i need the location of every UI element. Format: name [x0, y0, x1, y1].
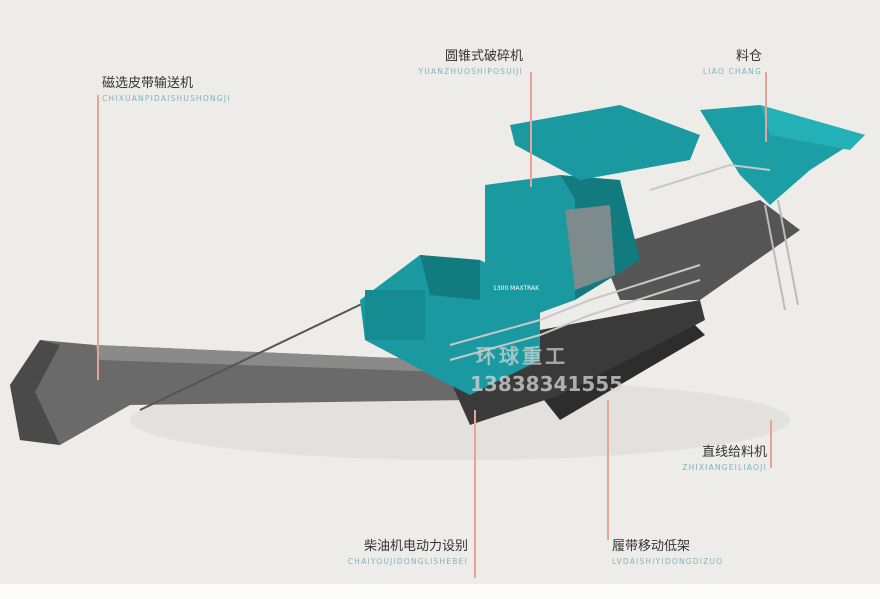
leader-line-diesel	[474, 410, 476, 578]
label-zh: 圆锥式破碎机	[444, 49, 523, 64]
machine-badge: 1300 MAXTRAK	[493, 285, 540, 292]
label-magnetic-belt-conveyor: 磁选皮带输送机 CHIXUANPIDAISHUSHONGJI	[102, 72, 231, 103]
leader-line-crawler	[607, 400, 609, 540]
label-crawler-chassis: 履带移动低架 LVDAISHIYIDONGDIZUO	[612, 535, 723, 566]
label-en: CHAIYOUJIDONGLISHEBEI	[347, 557, 468, 566]
crawler-track	[540, 320, 705, 420]
label-en: LVDAISHIYIDONGDIZUO	[612, 557, 724, 566]
cone-crusher	[485, 175, 575, 320]
label-cone-crusher: 圆锥式破碎机 YUANZHUOSHIPOSUIJI	[418, 45, 523, 76]
bottom-band	[0, 584, 880, 599]
label-en: CHIXUANPIDAISHUSHONGJI	[102, 94, 231, 103]
watermark-phone: 13838341555	[470, 372, 624, 396]
leader-line-conveyor	[97, 95, 99, 380]
label-zh: 磁选皮带输送机	[102, 76, 194, 91]
label-zh: 柴油机电动力设别	[363, 539, 468, 554]
leader-line-feeder	[770, 420, 772, 468]
label-diesel-power-unit: 柴油机电动力设别 CHAIYOUJIDONGLISHEBEI	[348, 535, 468, 566]
label-zh: 料仓	[735, 49, 762, 64]
label-en: LIAO CHANG	[702, 67, 762, 76]
leader-line-cone-crusher	[530, 72, 532, 187]
label-linear-feeder: 直线给料机 ZHIXIANGEILIAOJI	[682, 441, 767, 472]
watermark-name: 环球重工	[476, 344, 568, 368]
label-zh: 履带移动低架	[612, 539, 691, 554]
label-hopper: 料仓 LIAO CHANG	[703, 45, 762, 76]
leader-line-hopper	[765, 72, 767, 142]
label-en: ZHIXIANGEILIAOJI	[682, 463, 767, 472]
label-zh: 直线给料机	[701, 445, 767, 460]
linear-feeder	[510, 105, 700, 180]
label-en: YUANZHUOSHIPOSUIJI	[418, 67, 523, 76]
